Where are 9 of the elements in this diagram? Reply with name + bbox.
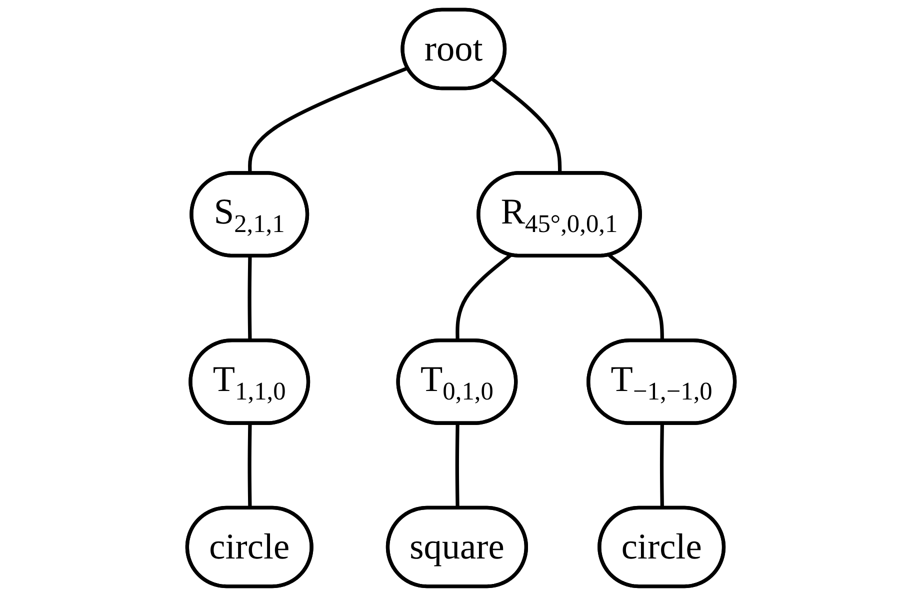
ellipse-node: circle: [598, 506, 726, 588]
ellipse-node: T$_{−1,−1,0}$: [586, 338, 737, 425]
ellipse-node: square: [386, 506, 528, 588]
ellipse-node: R$_{45°,0,0,1}$: [476, 171, 642, 258]
ellipse-node: T$_{1,1,0}$: [188, 338, 310, 425]
ellipse-node: T$_{0,1,0}$: [396, 338, 518, 425]
ellipse-node: root: [400, 8, 507, 90]
ellipse-node: circle: [185, 506, 314, 588]
ellipse-node: S$_{2,1,1}$: [190, 171, 310, 258]
